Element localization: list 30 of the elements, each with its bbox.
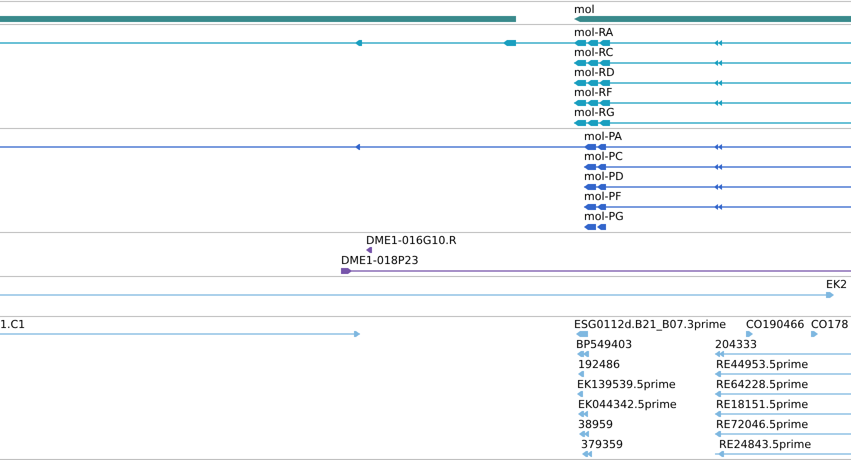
feature-label: 379359 xyxy=(581,438,623,451)
feature-label: mol xyxy=(574,3,595,16)
feature-label: CO190466 xyxy=(746,318,804,331)
feature-label: DME1-018P23 xyxy=(341,254,419,267)
feature-label: BP549403 xyxy=(576,338,632,351)
feature-label: mol-PF xyxy=(584,190,622,203)
feature-label: mol-PG xyxy=(584,210,624,223)
feature-label: EK139539.5prime xyxy=(577,378,676,391)
feature-label: mol-PC xyxy=(584,150,623,163)
feature-label: EK2 xyxy=(826,278,848,291)
feature-label: mol-RF xyxy=(574,86,612,99)
feature-label: 38959 xyxy=(578,418,613,431)
feature-label: CO178 xyxy=(811,318,848,331)
feature-label: mol-RG xyxy=(574,106,615,119)
feature-label: mol-PD xyxy=(584,170,624,183)
feature-label: EK044342.5prime xyxy=(578,398,677,411)
feature-label: RE18151.5prime xyxy=(716,398,808,411)
feature-label: RE44953.5prime xyxy=(716,358,808,371)
feature-label: 1.C1 xyxy=(0,318,26,331)
feature-label: ESG0112d.B21_B07.3prime xyxy=(574,318,726,331)
feature-label: DME1-016G10.R xyxy=(366,234,457,247)
feature-label: RE72046.5prime xyxy=(716,418,808,431)
feature-label: mol-RC xyxy=(574,46,614,59)
feature-label: RE64228.5prime xyxy=(716,378,808,391)
feature-label: mol-PA xyxy=(584,130,622,143)
feature-label: mol-RD xyxy=(574,66,615,79)
feature-label: mol-RA xyxy=(574,26,614,39)
feature-label: 204333 xyxy=(715,338,757,351)
feature-label: RE24843.5prime xyxy=(719,438,812,451)
feature-label: 192486 xyxy=(578,358,620,371)
